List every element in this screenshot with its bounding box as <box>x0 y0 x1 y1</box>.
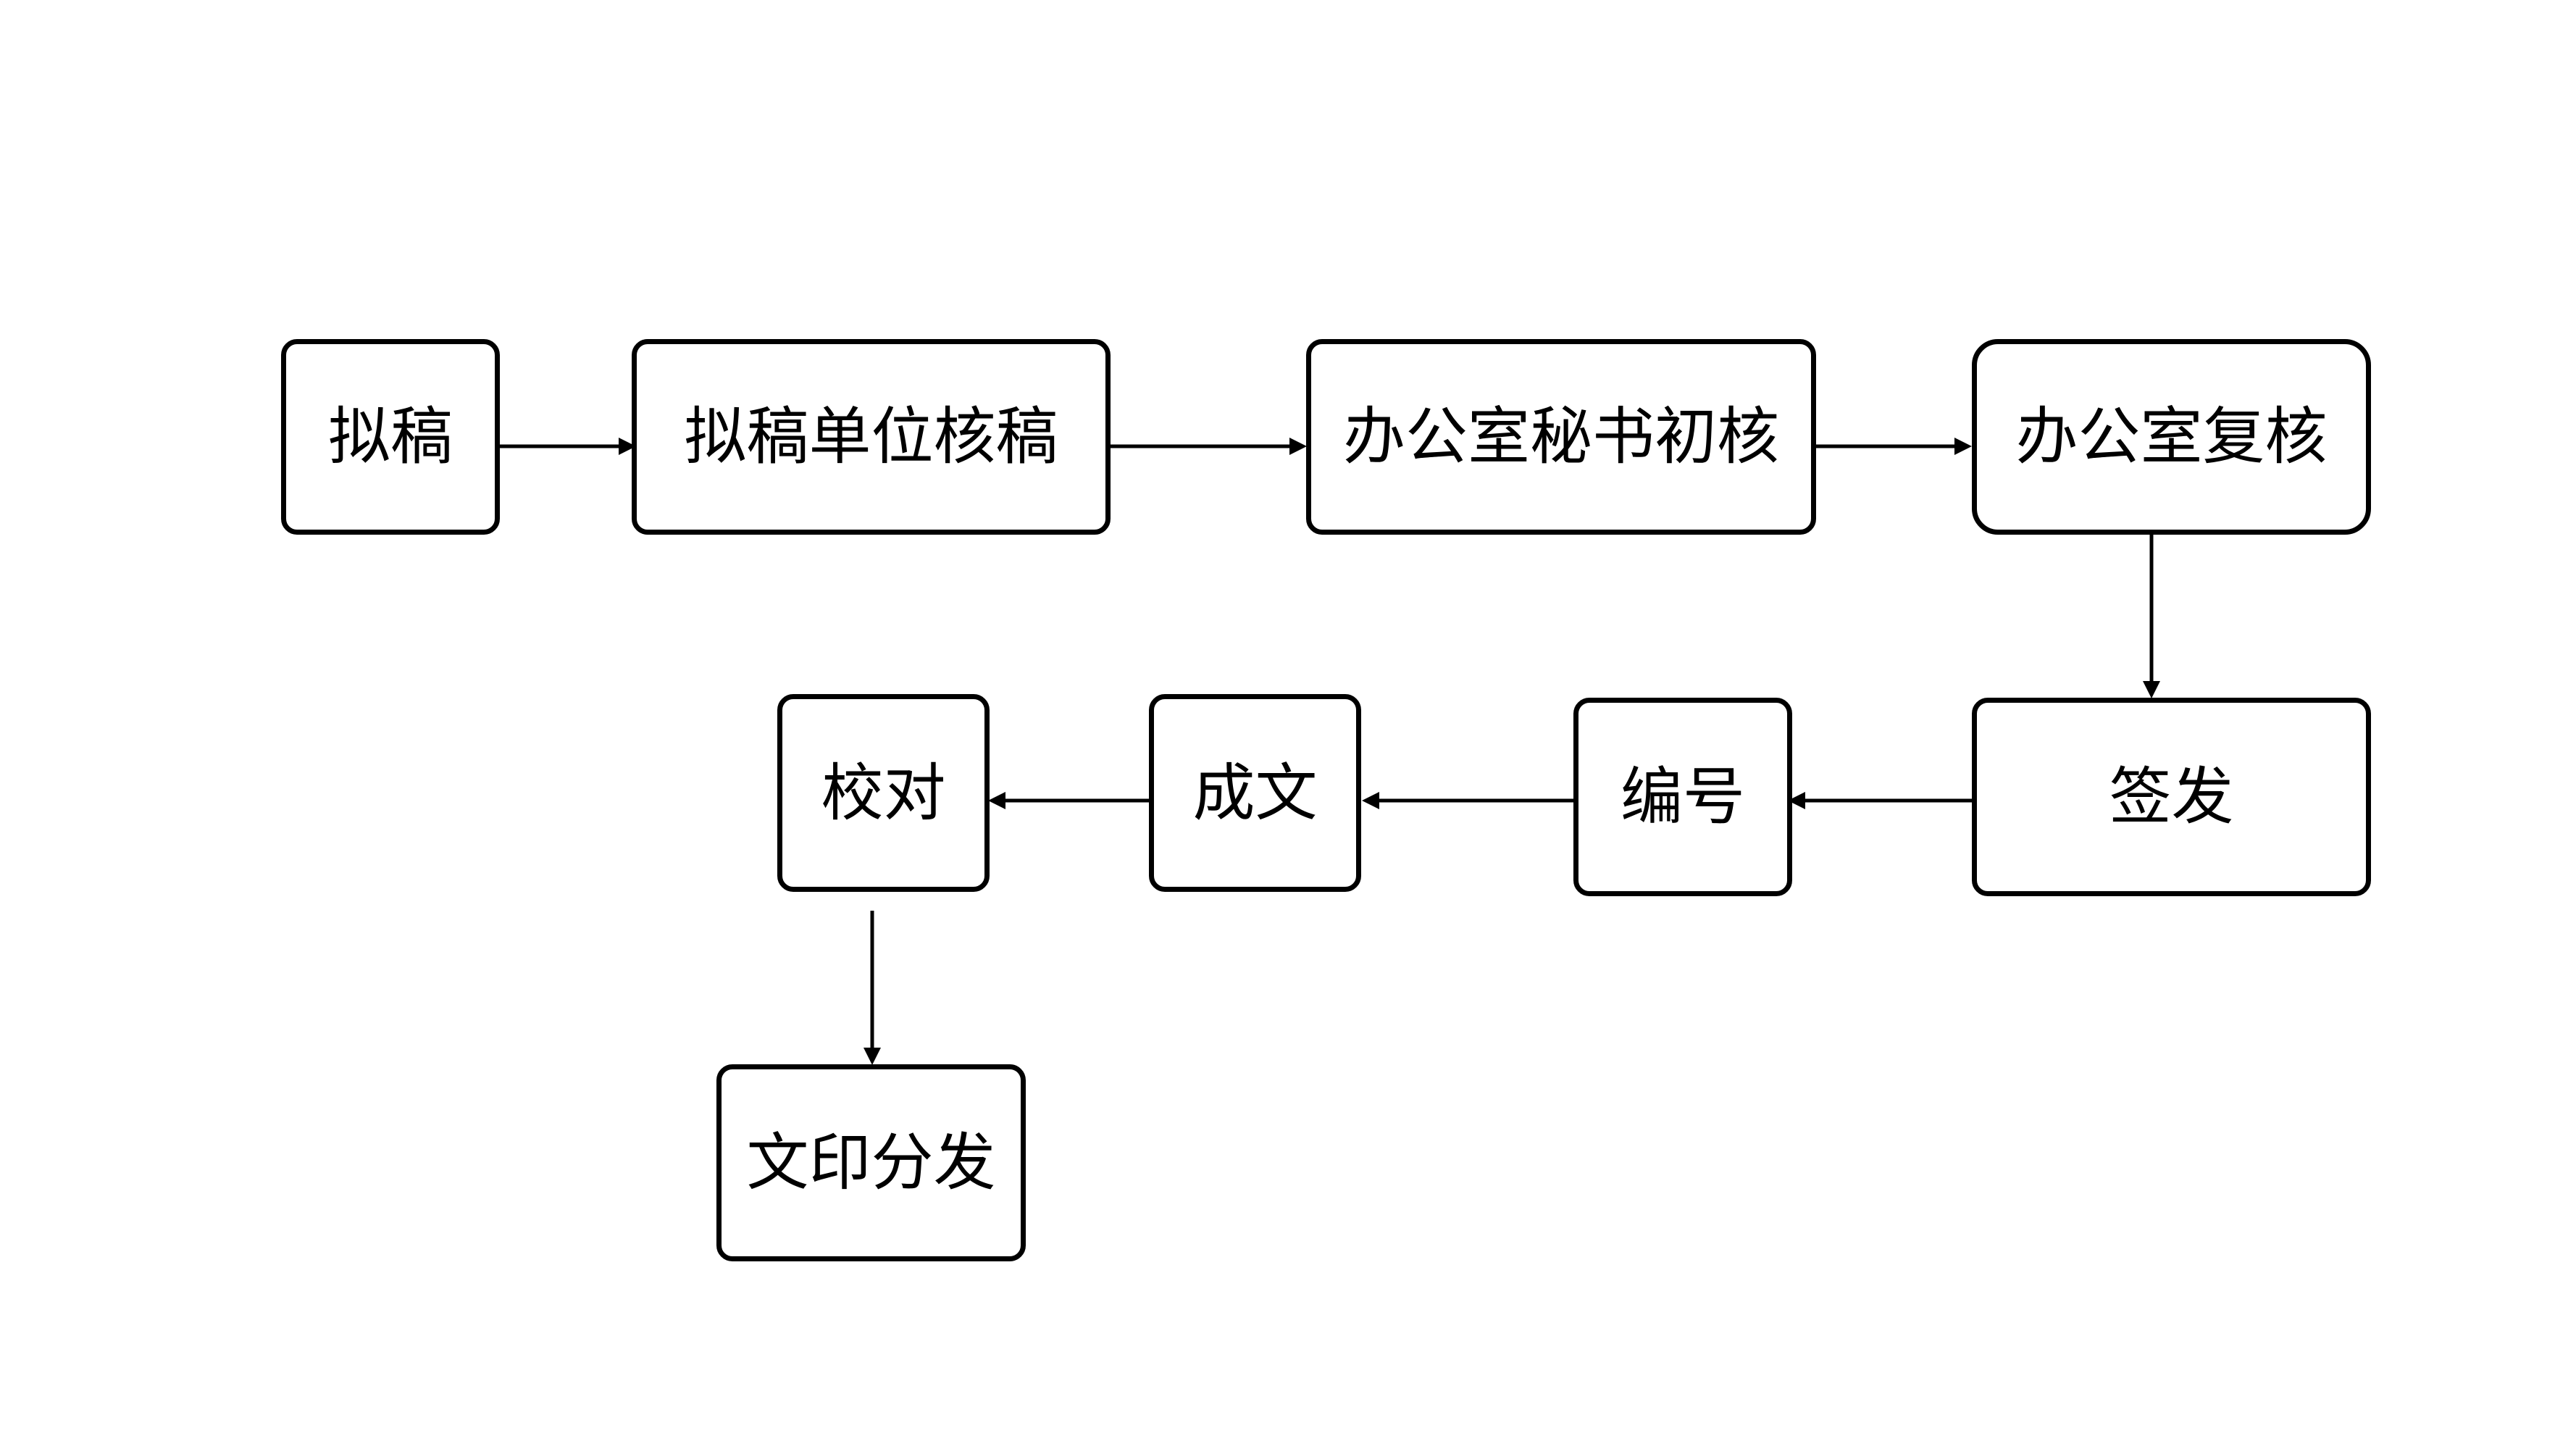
node-proofread: 校对 <box>777 694 990 892</box>
node-secretary-review-label: 办公室秘书初核 <box>1343 401 1779 473</box>
arrowhead-sign-issue <box>2143 681 2160 698</box>
node-unit-review: 拟稿单位核稿 <box>632 339 1111 535</box>
node-finalize: 成文 <box>1149 694 1361 892</box>
node-sign-issue: 签发 <box>1972 698 2371 896</box>
arrowhead-secretary-review <box>1289 438 1307 455</box>
arrowhead-print-distribute <box>863 1048 881 1065</box>
node-draft-label: 拟稿 <box>328 401 453 473</box>
node-draft: 拟稿 <box>281 339 500 535</box>
arrowhead-office-recheck <box>1954 438 1972 455</box>
node-secretary-review: 办公室秘书初核 <box>1306 339 1816 535</box>
arrowhead-unit-review <box>619 438 636 455</box>
arrowhead-finalize <box>1362 792 1379 809</box>
arrowhead-numbering <box>1788 792 1805 809</box>
arrowhead-proofread <box>988 792 1005 809</box>
node-proofread-label: 校对 <box>821 756 946 830</box>
node-sign-issue-label: 签发 <box>2109 761 2234 833</box>
node-numbering-label: 编号 <box>1621 761 1745 833</box>
node-print-distribute: 文印分发 <box>716 1064 1026 1261</box>
node-print-distribute-label: 文印分发 <box>746 1127 996 1199</box>
node-finalize-label: 成文 <box>1192 756 1318 830</box>
node-office-recheck-label: 办公室复核 <box>2015 401 2328 473</box>
node-numbering: 编号 <box>1573 698 1792 896</box>
node-unit-review-label: 拟稿单位核稿 <box>684 401 1058 473</box>
node-office-recheck: 办公室复核 <box>1972 339 2371 535</box>
